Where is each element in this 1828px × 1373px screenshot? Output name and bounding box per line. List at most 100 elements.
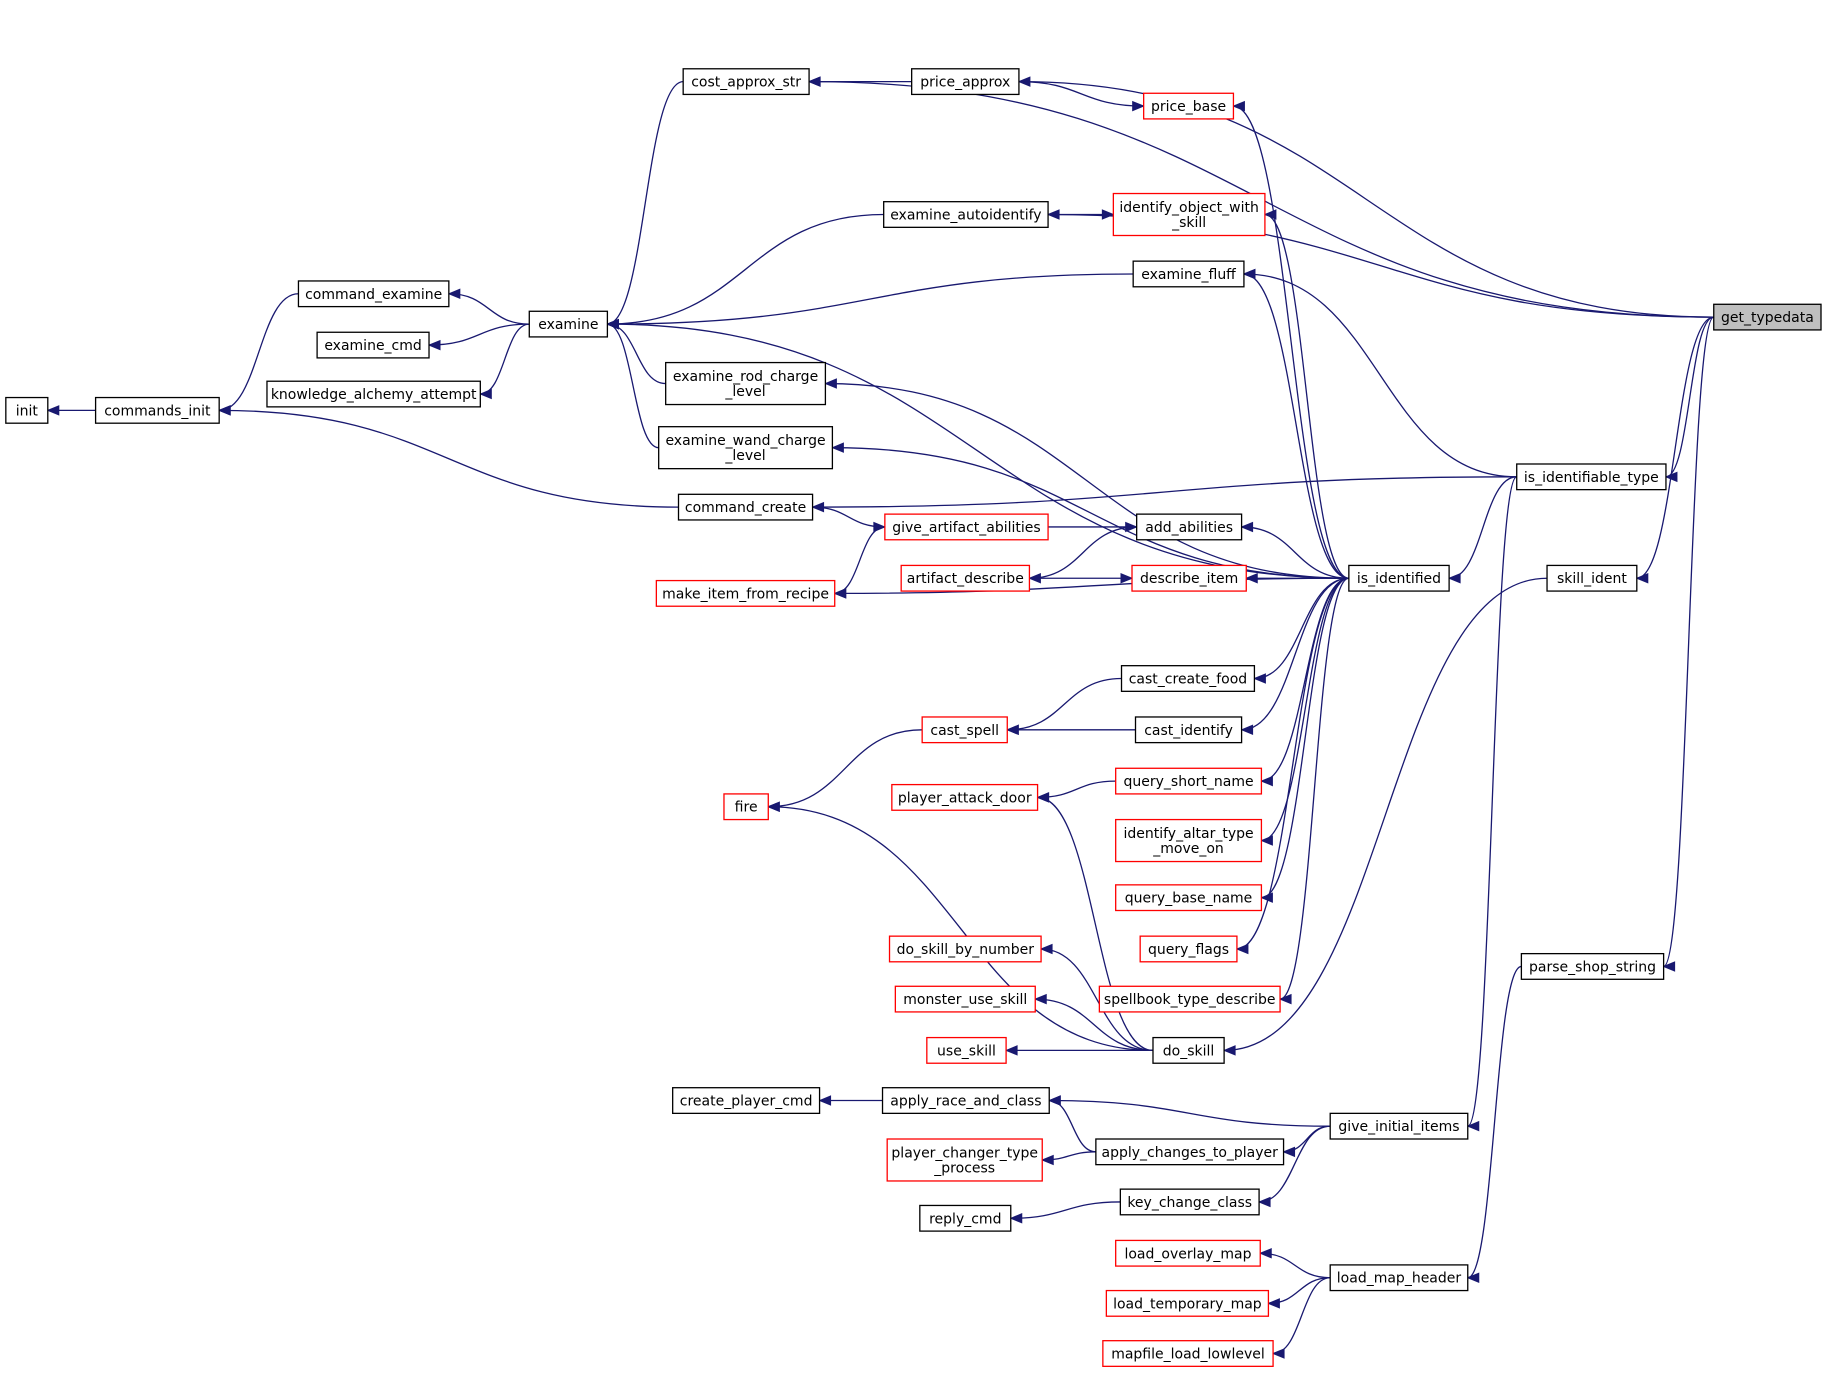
arrowhead [1009, 1213, 1023, 1224]
node-mapfile-load-lowlevel[interactable]: mapfile_load_lowlevel [1102, 1340, 1274, 1367]
node-box [926, 1036, 1007, 1064]
node-label: query_flags [1148, 942, 1229, 958]
node-label: _level [724, 384, 765, 400]
arrowhead [1033, 993, 1047, 1005]
arrowhead [824, 378, 837, 389]
node-query-flags[interactable]: query_flags [1139, 935, 1238, 963]
edge-examine-to-examine-wand-charge-level [607, 323, 659, 449]
edge-identify-object-with-skill-to-is-identified [1264, 213, 1349, 579]
arrowhead [1278, 993, 1292, 1005]
node-examine-rod-charge-level[interactable]: examine_rod_charge_level [665, 361, 827, 406]
node-describe-item[interactable]: describe_item [1131, 564, 1247, 592]
arrowhead [1260, 775, 1273, 787]
node-commands-init[interactable]: commands_init [94, 396, 220, 424]
node-label: fire [735, 800, 758, 816]
node-do-skill-by-number[interactable]: do_skill_by_number [888, 935, 1042, 963]
node-create-player-cmd[interactable]: create_player_cmd [672, 1087, 821, 1115]
node-get-typedata[interactable]: get_typedata [1713, 303, 1822, 331]
node-label: give_initial_items [1338, 1119, 1459, 1135]
node-player-changer-type-process[interactable]: player_changer_type_process [886, 1138, 1043, 1182]
arrowhead [1447, 573, 1461, 584]
node-init[interactable]: init [5, 396, 49, 424]
arrowhead [833, 588, 847, 599]
arrowhead [818, 1095, 832, 1106]
node-label: commands_init [104, 403, 211, 419]
arrowhead [1263, 209, 1277, 220]
edge-fire-to-cast-spell [768, 729, 923, 808]
node-spellbook-type-describe[interactable]: spellbook_type_describe [1098, 985, 1281, 1013]
node-label: do_skill [1163, 1043, 1215, 1059]
node-box [894, 985, 1036, 1013]
node-identify-altar-type-move-on[interactable]: identify_altar_type_move_on [1115, 818, 1263, 863]
node-command-examine[interactable]: command_examine [297, 280, 450, 308]
node-label: parse_shop_string [1529, 959, 1656, 975]
node-examine-fluff[interactable]: examine_fluff [1132, 260, 1245, 288]
node-cast-create-food[interactable]: cast_create_food [1120, 665, 1256, 692]
node-apply-changes-to-player[interactable]: apply_changes_to_player [1095, 1138, 1285, 1166]
node-box [1516, 463, 1667, 491]
edge-examine-to-examine-rod-charge-level [607, 323, 666, 385]
arrowhead [1258, 1248, 1272, 1259]
arrowhead [1282, 1146, 1296, 1158]
node-box [1348, 564, 1450, 592]
node-is-identifiable-type[interactable]: is_identifiable_type [1516, 463, 1667, 491]
edge-price-base-to-is-identified [1233, 105, 1349, 579]
node-examine-wand-charge-level[interactable]: examine_wand_charge_level [658, 426, 834, 470]
node-knowledge-alchemy-attempt[interactable]: knowledge_alchemy_attempt [266, 380, 481, 408]
node-add-abilities[interactable]: add_abilities [1136, 513, 1243, 541]
node-label: cast_identify [1144, 723, 1233, 739]
node-key-change-class[interactable]: key_change_class [1119, 1188, 1260, 1216]
node-do-skill[interactable]: do_skill [1152, 1036, 1225, 1064]
node-skill-ident[interactable]: skill_ident [1546, 564, 1638, 592]
node-query-short-name[interactable]: query_short_name [1115, 767, 1263, 795]
edge-give-initial-items-to-is-identifiable-type [1467, 476, 1518, 1127]
arrowhead [1101, 209, 1115, 220]
arrowhead [1120, 573, 1134, 584]
arrowhead [1036, 792, 1050, 803]
node-cast-identify[interactable]: cast_identify [1134, 716, 1243, 744]
node-identify-object-with-skill[interactable]: identify_object_with_skill [1112, 192, 1266, 237]
node-give-artifact-abilities[interactable]: give_artifact_abilities [884, 513, 1049, 541]
node-cast-spell[interactable]: cast_spell [921, 716, 1008, 744]
node-cost-approx-str[interactable]: cost_approx_str [682, 68, 810, 96]
node-box [1120, 665, 1256, 692]
node-player-attack-door[interactable]: player_attack_door [891, 783, 1039, 811]
node-price-base[interactable]: price_base [1143, 92, 1235, 120]
arrowhead [1662, 961, 1676, 972]
node-query-base-name[interactable]: query_base_name [1115, 884, 1263, 912]
node-box [888, 935, 1042, 963]
edge-fire-to-do-skill [768, 806, 1153, 1052]
nodes-layer: get_typedata cost_approx_str price_approxp… [5, 68, 1822, 1367]
edge-reply-cmd-to-key-change-class [1010, 1201, 1121, 1219]
node-examine-autoidentify[interactable]: examine_autoidentify [883, 201, 1049, 228]
arrowhead [1253, 673, 1266, 684]
node-reply-cmd[interactable]: reply_cmd [919, 1204, 1012, 1232]
node-fire[interactable]: fire [723, 793, 769, 821]
node-price-approx[interactable]: price_approx [911, 68, 1020, 96]
edge-cast-spell-to-cast-create-food [1007, 677, 1122, 731]
node-make-item-from-recipe[interactable]: make_item_from_recipe [655, 579, 836, 607]
node-parse-shop-string[interactable]: parse_shop_string [1520, 952, 1665, 980]
edge-make-item-from-recipe-to-is-identified [834, 577, 1349, 595]
node-label: examine_cmd [324, 338, 421, 354]
node-command-create[interactable]: command_create [677, 493, 814, 521]
node-apply-race-and-class[interactable]: apply_race_and_class [881, 1087, 1050, 1115]
node-label: add_abilities [1145, 520, 1233, 536]
node-label: examine [538, 317, 598, 333]
node-load-temporary-map[interactable]: load_temporary_map [1105, 1289, 1270, 1317]
node-is-identified[interactable]: is_identified [1348, 564, 1450, 592]
node-give-initial-items[interactable]: give_initial_items [1329, 1112, 1469, 1140]
node-label: spellbook_type_describe [1104, 992, 1276, 1008]
node-monster-use-skill[interactable]: monster_use_skill [894, 985, 1036, 1013]
node-examine[interactable]: examine [528, 310, 609, 338]
node-label: query_short_name [1123, 774, 1253, 790]
node-box [921, 716, 1008, 744]
node-label: cost_approx_str [691, 75, 801, 91]
node-load-map-header[interactable]: load_map_header [1329, 1264, 1469, 1292]
node-artifact-describe[interactable]: artifact_describe [900, 564, 1031, 592]
node-box [1131, 564, 1247, 592]
node-box [883, 201, 1049, 228]
node-load-overlay-map[interactable]: load_overlay_map [1115, 1239, 1261, 1267]
node-examine-cmd[interactable]: examine_cmd [316, 331, 430, 359]
node-use-skill[interactable]: use_skill [926, 1036, 1007, 1064]
